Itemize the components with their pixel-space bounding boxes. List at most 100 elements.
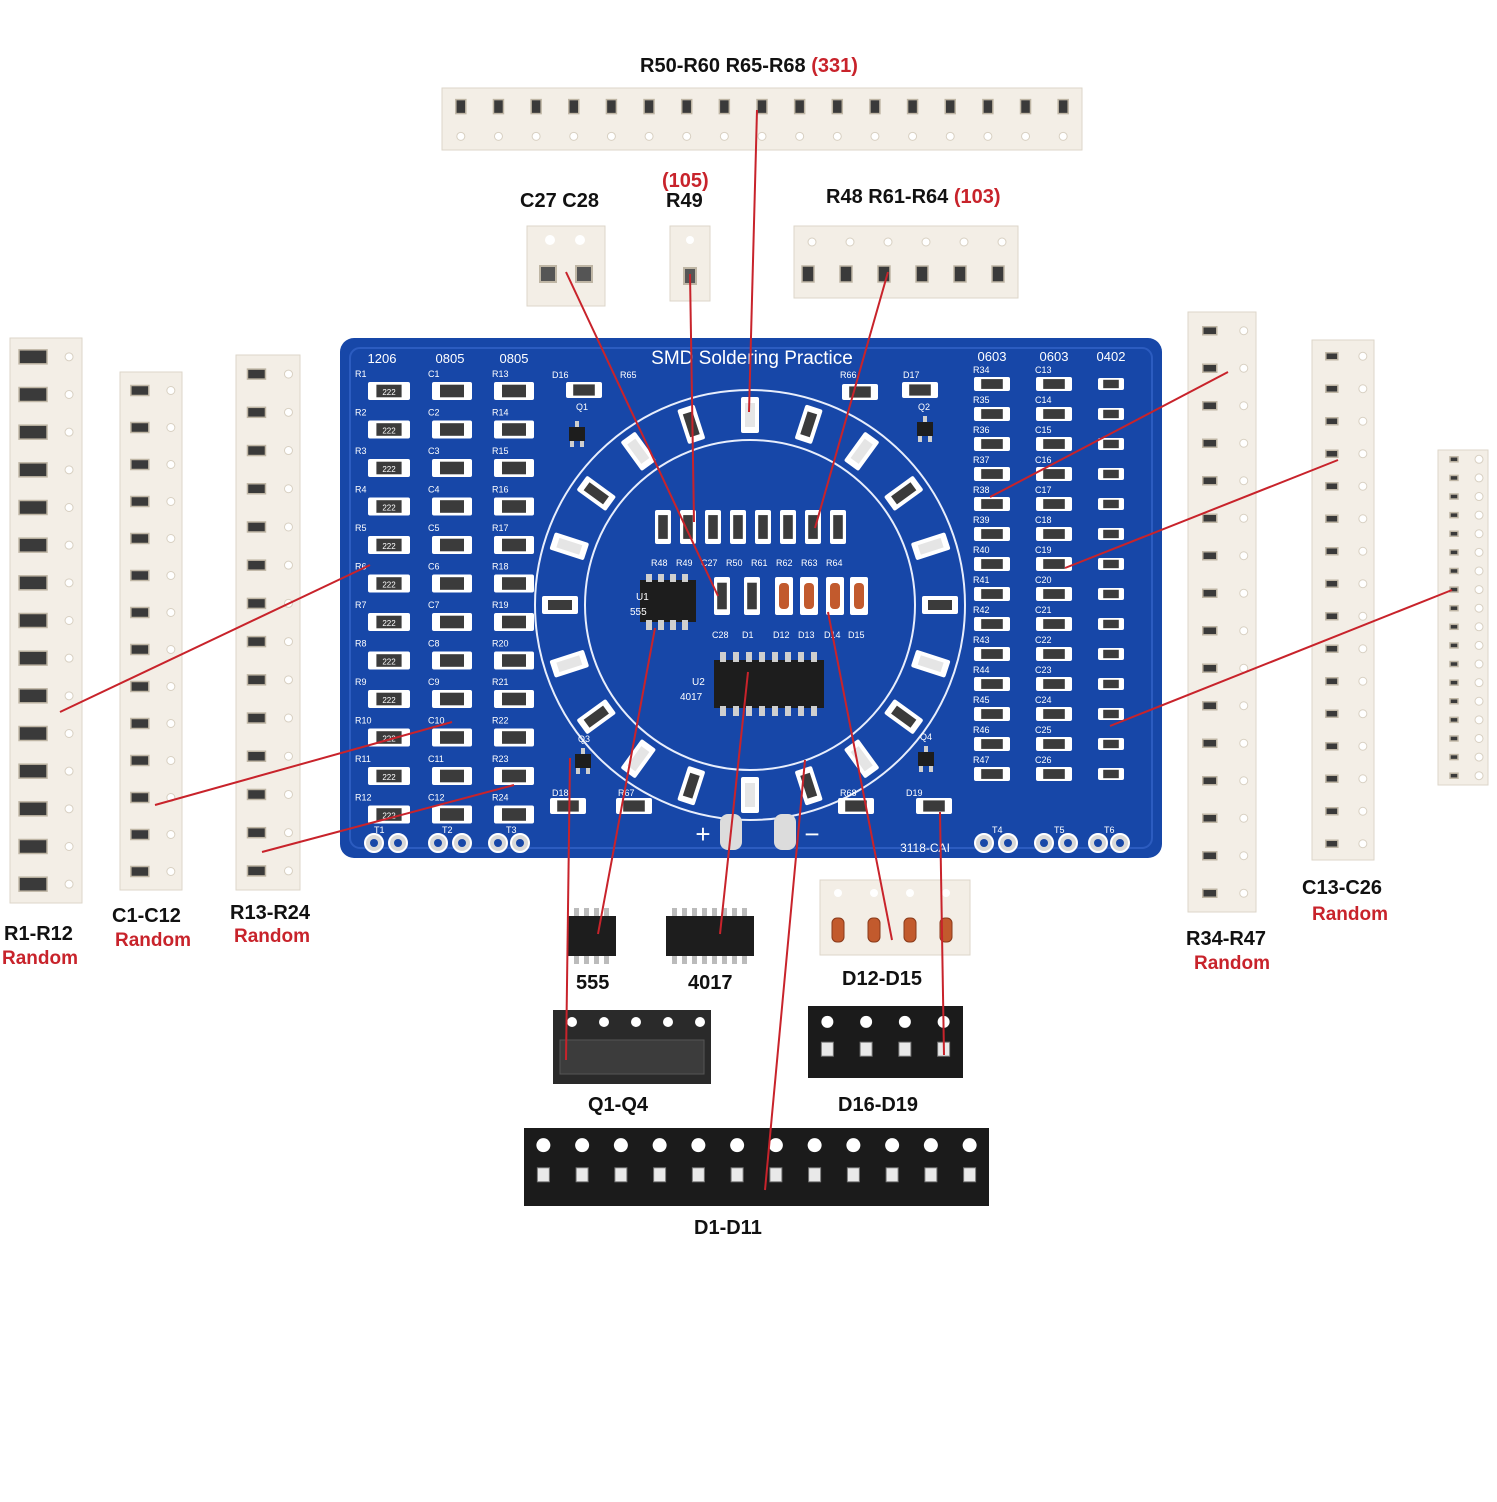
tape-r50-r68 <box>441 87 1083 151</box>
corner-pad-body <box>623 800 645 812</box>
tape-0402-part <box>1449 753 1459 761</box>
label-r34-r47-note: Random <box>1194 953 1270 974</box>
leader-line <box>59 564 371 713</box>
r0402-body <box>1103 559 1119 569</box>
c0603-body <box>1043 679 1065 689</box>
ring-part <box>621 432 656 471</box>
tape-d1-d11-led <box>653 1167 667 1183</box>
r-label: R6 <box>355 562 367 572</box>
c0603 <box>1036 467 1072 481</box>
r0603-body <box>981 589 1003 599</box>
tape-0402 <box>1437 449 1489 786</box>
c0805 <box>432 767 472 785</box>
r0603 <box>974 677 1010 691</box>
r0603 <box>974 557 1010 571</box>
c0805 <box>432 651 472 670</box>
r0402-body <box>1103 499 1119 509</box>
tape-c13-c26-paper <box>1311 339 1375 861</box>
r1206-code: 222 <box>382 658 396 667</box>
u2-pin <box>746 652 752 662</box>
label-c1-c12-note: Random <box>115 930 191 951</box>
r0805-body <box>502 731 526 744</box>
test-point-hole <box>1064 839 1072 847</box>
c0603 <box>1036 737 1072 751</box>
power-plus: + <box>695 819 710 849</box>
r-label: R21 <box>492 677 509 687</box>
tape-r48-part <box>801 265 815 283</box>
u2-pin <box>720 706 726 716</box>
r0603-body <box>981 649 1003 659</box>
ring-body <box>682 772 700 799</box>
tape-r34-r47-hole <box>1239 738 1249 748</box>
r1206-body <box>376 615 402 629</box>
c0805-body <box>440 384 464 398</box>
c-label: C26 <box>1035 755 1052 765</box>
tape-c1-c12-hole <box>166 423 176 432</box>
u2-pin <box>772 652 778 662</box>
tape-r13-r24-hole <box>283 369 293 379</box>
tape-0402-hole <box>1474 510 1484 520</box>
tape-c27-paper <box>526 225 606 307</box>
r1206-body <box>376 769 402 783</box>
tape-d1-d11-hole <box>652 1138 667 1153</box>
c0805-body <box>440 577 464 590</box>
r1206: 222 <box>368 651 410 670</box>
tape-d16-d19-led <box>859 1041 873 1057</box>
power-pad-minus <box>774 814 796 850</box>
center-top-part <box>730 510 746 544</box>
label-d1-d11: D1-D11 <box>694 1217 762 1239</box>
tape-d1-d11-hole <box>962 1138 977 1153</box>
center-top-part-body <box>733 515 743 539</box>
c0603-body <box>1043 769 1065 779</box>
c0805-body <box>440 461 464 475</box>
c0603-body <box>1043 709 1065 719</box>
u2-pin <box>772 706 778 716</box>
tape-c27-hole <box>545 235 555 245</box>
tape-d1-d11-hole <box>691 1138 706 1153</box>
c0603 <box>1036 647 1072 661</box>
tape-c13-c26-hole <box>1358 709 1368 719</box>
tape-0402-hole <box>1474 454 1484 464</box>
c-label: C6 <box>428 562 440 572</box>
tape-r13-r24-part <box>246 788 267 801</box>
center-top-label: R49 <box>676 558 693 568</box>
r0603 <box>974 467 1010 481</box>
label-d12-d15: D12-D15 <box>842 968 923 990</box>
tape-d1-d11-led <box>536 1167 550 1183</box>
r0402-body <box>1103 649 1119 659</box>
c-label: C24 <box>1035 695 1052 705</box>
tape-d1-d11-hole <box>730 1138 745 1153</box>
tape-r50-r68-hole <box>606 131 616 141</box>
tape-r50-r68-part <box>793 98 806 115</box>
label-r13-r24-note: Random <box>234 926 310 947</box>
chip-4017-pin <box>742 954 747 964</box>
tape-r13-r24 <box>235 354 301 891</box>
tape-c13-c26-hole <box>1358 416 1368 426</box>
ring-part <box>884 476 923 511</box>
tape-c13-c26-part <box>1325 709 1339 718</box>
tape-d1-d11-led <box>924 1167 938 1183</box>
transistor-pin <box>570 441 574 447</box>
u2-pin <box>798 706 804 716</box>
r-label: R14 <box>492 408 509 418</box>
center-diode <box>804 583 814 609</box>
tape-r13-r24-hole <box>283 789 293 799</box>
c-label: C20 <box>1035 575 1052 585</box>
corner-pad <box>550 798 586 814</box>
chip-4017-pin <box>712 908 717 918</box>
tape-d12-diode <box>831 917 845 943</box>
tape-0402-hole <box>1474 640 1484 650</box>
u1-pin <box>658 620 664 630</box>
tape-r50-r68-part <box>906 98 919 115</box>
r0805-body <box>502 461 526 475</box>
tape-r48-hole <box>959 237 969 247</box>
chip-4017-pin <box>722 954 727 964</box>
r1206: 222 <box>368 459 410 477</box>
tape-0402-part <box>1449 474 1459 482</box>
corner-pad <box>616 798 652 814</box>
chip-4017-pin <box>682 954 687 964</box>
tape-c13-c26-part <box>1325 579 1339 588</box>
tape-c1-c12-part <box>130 532 150 545</box>
c0805 <box>432 459 472 477</box>
u2-pin <box>746 706 752 716</box>
